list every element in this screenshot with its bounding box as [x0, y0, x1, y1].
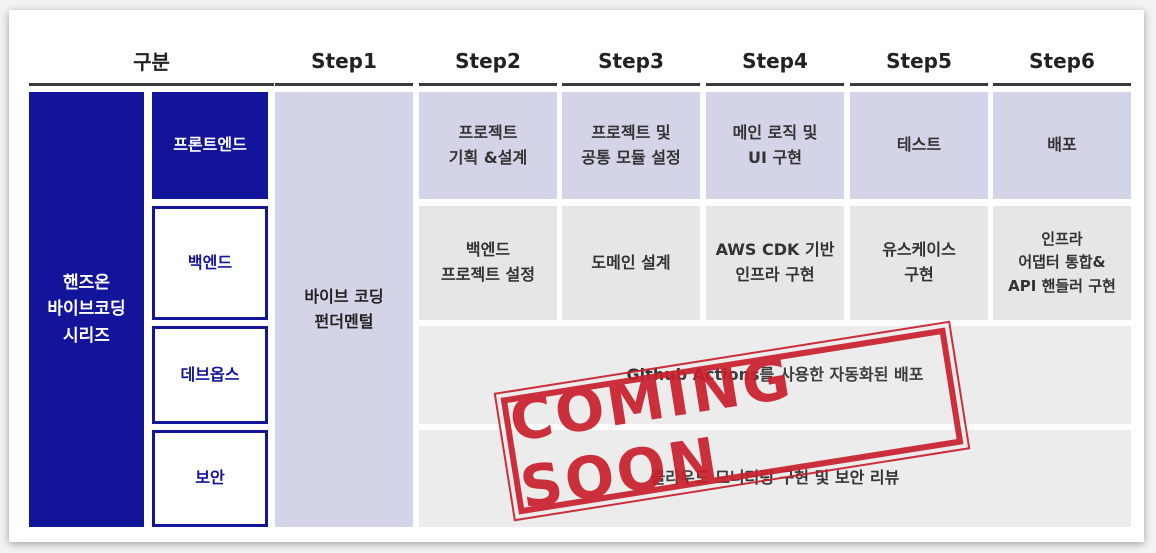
- backend-step6: 인프라 어댑터 통합& API 핸들러 구현: [993, 206, 1131, 320]
- backend-step2: 백엔드 프로젝트 설정: [419, 206, 557, 320]
- category-devops: 데브옵스: [152, 326, 268, 424]
- header-step1: Step1: [275, 38, 413, 86]
- devops-row: Github Actions를 사용한 자동화된 배포: [419, 326, 1131, 424]
- frontend-step2: 프로젝트 기획 &설계: [419, 92, 557, 199]
- header-step2: Step2: [419, 38, 557, 86]
- header-step5: Step5: [850, 38, 988, 86]
- backend-step3: 도메인 설계: [562, 206, 700, 320]
- frontend-step3: 프로젝트 및 공통 모듈 설정: [562, 92, 700, 199]
- frontend-step6: 배포: [993, 92, 1131, 199]
- header-step4: Step4: [706, 38, 844, 86]
- category-backend: 백엔드: [152, 206, 268, 320]
- frontend-step4: 메인 로직 및 UI 구현: [706, 92, 844, 199]
- series-label: 핸즈온 바이브코딩 시리즈: [29, 92, 144, 527]
- category-security: 보안: [152, 430, 268, 527]
- backend-step5: 유스케이스 구현: [850, 206, 988, 320]
- step1-fundamentals: 바이브 코딩 펀더멘털: [275, 92, 413, 527]
- header-category: 구분: [29, 38, 274, 86]
- header-step3: Step3: [562, 38, 700, 86]
- backend-step4: AWS CDK 기반 인프라 구현: [706, 206, 844, 320]
- header-step6: Step6: [993, 38, 1131, 86]
- frontend-step5: 테스트: [850, 92, 988, 199]
- category-frontend: 프론트엔드: [152, 92, 268, 199]
- roadmap-card: 구분 Step1 Step2 Step3 Step4 Step5 Step6 핸…: [9, 10, 1144, 542]
- security-row: 클라우드 모니터링 구현 및 보안 리뷰: [419, 430, 1131, 527]
